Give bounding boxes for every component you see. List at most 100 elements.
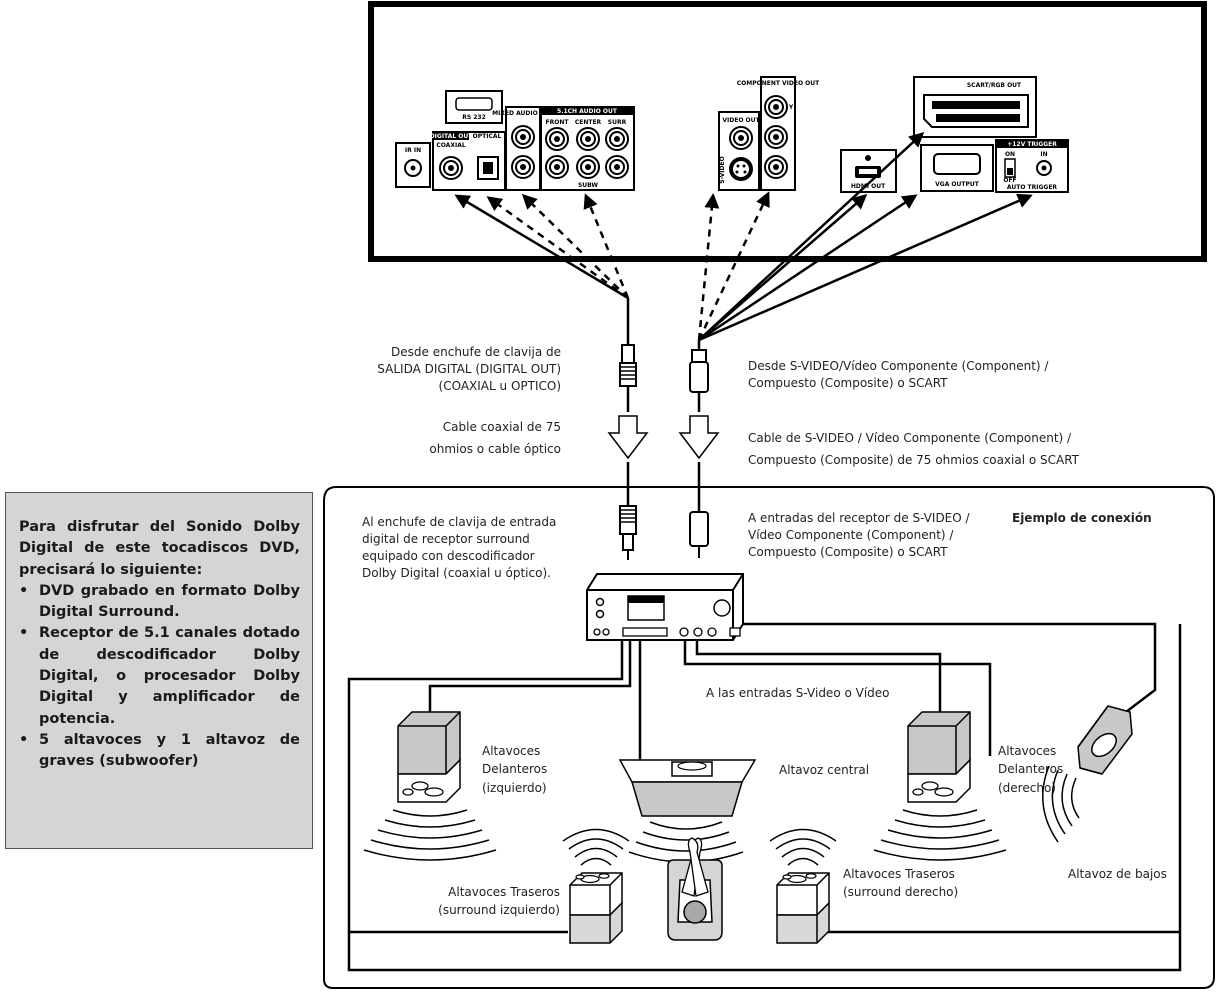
receiver-in-line2: digital de receptor surround <box>362 532 530 546</box>
requirement-item: DVD grabado en formato Dolby Digital Sur… <box>19 581 300 624</box>
s-video-label: S-VIDEO <box>719 156 726 183</box>
subw-jack <box>576 155 600 179</box>
off-label: OFF <box>1003 177 1016 184</box>
digital-from-line3: (COAXIAL u OPTICO) <box>439 379 561 393</box>
receiver-labels: Al enchufe de clavija de entrada digital… <box>362 511 1152 580</box>
receiver-in-line4: Dolby Digital (coaxial u óptico). <box>362 566 551 580</box>
digital-cables <box>454 193 630 345</box>
vga-port: VGA OUTPUT <box>920 144 994 192</box>
hdmi-label: HDMI OUT <box>851 183 886 190</box>
video-from-line1: Desde S-VIDEO/Vídeo Componente (Componen… <box>748 359 1049 373</box>
listener-icon <box>667 837 723 941</box>
front-left-line1: Altavoces <box>482 744 540 758</box>
optical-label: OPTICAL <box>473 133 502 140</box>
component-label: COMPONENT VIDEO OUT <box>737 80 820 87</box>
subwoofer-label: Altavoz de bajos <box>1068 867 1167 881</box>
video-plug-top <box>689 349 709 412</box>
receiver-in-line3: equipado con descodificador <box>362 549 535 563</box>
cable-labels: Desde enchufe de clavija de SALIDA DIGIT… <box>377 345 1079 467</box>
surr-r-jack <box>605 155 629 179</box>
component-video-ports: COMPONENT VIDEO OUT Y <box>737 76 820 191</box>
composite-jack <box>729 126 753 150</box>
video-from-line2: Compuesto (Composite) o SCART <box>748 376 948 390</box>
ir-in-port: IR IN <box>395 142 431 188</box>
requirement-item: 5 altavoces y 1 altavoz de graves (subwo… <box>19 730 300 773</box>
requirement-item: Receptor de 5.1 canales dotado de descod… <box>19 623 300 729</box>
rs232-port: RS 232 <box>445 90 503 124</box>
mixed-audio-out-ports: MIXED AUDIO OUT <box>492 106 555 191</box>
video-cable-line2: Compuesto (Composite) de 75 ohmios coaxi… <box>748 453 1080 467</box>
y-label: Y <box>788 104 794 111</box>
front-right-line2: Delanteros <box>998 762 1063 776</box>
dvd-rear-panel: RS 232 IR IN DIGITAL OUT COAXIAL OPTICAL… <box>368 1 1207 262</box>
hollow-arrow-digital <box>607 415 649 460</box>
video-out-ports: VIDEO OUT S-VIDEO <box>718 111 761 191</box>
coaxial-label: COAXIAL <box>436 142 465 149</box>
rear-left-line1: Altavoces Traseros <box>448 885 560 899</box>
mixed-audio-label: MIXED AUDIO OUT <box>492 110 555 117</box>
coax-cable-line2: ohmios o cable óptico <box>429 442 561 456</box>
cr-jack <box>764 155 788 179</box>
video-out-label: VIDEO OUT <box>722 117 760 124</box>
front-right-line1: Altavoces <box>998 744 1056 758</box>
trigger-label: +12V TRIGGER <box>1007 141 1057 148</box>
subw-port-label: SUBW <box>578 182 598 189</box>
trigger-port: +12V TRIGGER ON IN OFF AUTO TRIGGER <box>995 139 1069 193</box>
receiver-video-line3: Compuesto (Composite) o SCART <box>748 545 948 559</box>
scart-port: SCART/RGB OUT <box>913 76 1037 138</box>
center-speaker: Altavoz central <box>618 759 869 863</box>
rs232-label: RS 232 <box>462 114 486 121</box>
digital-out-label: DIGITAL OUT <box>430 133 474 140</box>
coax-cable-line1: Cable coaxial de 75 <box>443 420 561 434</box>
av-receiver <box>586 573 744 641</box>
rear-right-speaker: Altavoces Traseros (surround derecho) <box>769 828 958 944</box>
front-right-line3: (derecho) <box>998 781 1056 795</box>
cb-jack <box>764 125 788 149</box>
front-right-speaker: Altavoces Delanteros (derecho) <box>873 711 1063 861</box>
center-jack <box>576 127 600 151</box>
surr-l-jack <box>605 127 629 151</box>
in-label: IN <box>1040 151 1047 158</box>
digital-out-ports: DIGITAL OUT COAXIAL OPTICAL <box>430 131 506 191</box>
hollow-arrow-video <box>678 415 720 460</box>
center-port-label: CENTER <box>575 119 602 126</box>
requirements-intro: Para disfrutar del Sonido Dolby Digital … <box>19 519 300 578</box>
front-left-speaker: Altavoces Delanteros (izquierdo) <box>363 711 547 861</box>
receiver-video-line1: A entradas del receptor de S-VIDEO / <box>748 511 971 525</box>
front-l-jack <box>545 127 569 151</box>
video-cables <box>697 131 1033 350</box>
front-left-line3: (izquierdo) <box>482 781 547 795</box>
rear-left-line2: (surround izquierdo) <box>438 903 560 917</box>
on-label: ON <box>1005 151 1015 158</box>
requirements-note: Para disfrutar del Sonido Dolby Digital … <box>5 492 313 849</box>
rear-right-line1: Altavoces Traseros <box>843 867 955 881</box>
coaxial-plug-bottom <box>619 462 637 560</box>
channel-audio-out-ports: 5.1CH AUDIO OUT FRONT CENTER SURR SUBW <box>540 106 635 191</box>
subwoofer: Altavoz de bajos <box>1042 705 1167 881</box>
receiver-in-line1: Al enchufe de clavija de entrada <box>362 515 556 529</box>
rear-left-speaker: Altavoces Traseros (surround izquierdo) <box>438 828 630 944</box>
requirements-list: DVD grabado en formato Dolby Digital Sur… <box>19 581 300 773</box>
video-cable-line1: Cable de S-VIDEO / Vídeo Componente (Com… <box>748 431 1072 445</box>
mixed-audio-r-jack <box>511 155 535 179</box>
scart-label: SCART/RGB OUT <box>967 82 1022 89</box>
ir-in-label: IR IN <box>405 147 421 154</box>
rear-right-line2: (surround derecho) <box>843 885 958 899</box>
mixed-audio-l-jack <box>511 125 535 149</box>
hdmi-port: HDMI OUT <box>840 149 897 193</box>
surr-port-label: SURR <box>608 119 627 126</box>
front-port-label: FRONT <box>546 119 570 126</box>
auto-trigger-label: AUTO TRIGGER <box>1007 184 1058 191</box>
svideo-inputs-label: A las entradas S-Video o Vídeo <box>706 686 890 700</box>
digital-from-line1: Desde enchufe de clavija de <box>391 345 561 359</box>
channel-audio-label: 5.1CH AUDIO OUT <box>557 108 618 115</box>
receiver-video-line2: Vídeo Componente (Component) / <box>748 528 954 542</box>
front-left-line2: Delanteros <box>482 762 547 776</box>
center-speaker-label: Altavoz central <box>779 763 869 777</box>
example-title: Ejemplo de conexión <box>1012 511 1152 525</box>
video-plug-bottom <box>689 462 709 558</box>
coaxial-jack <box>439 156 463 180</box>
coaxial-plug-top <box>619 344 637 412</box>
digital-from-line2: SALIDA DIGITAL (DIGITAL OUT) <box>377 362 561 376</box>
